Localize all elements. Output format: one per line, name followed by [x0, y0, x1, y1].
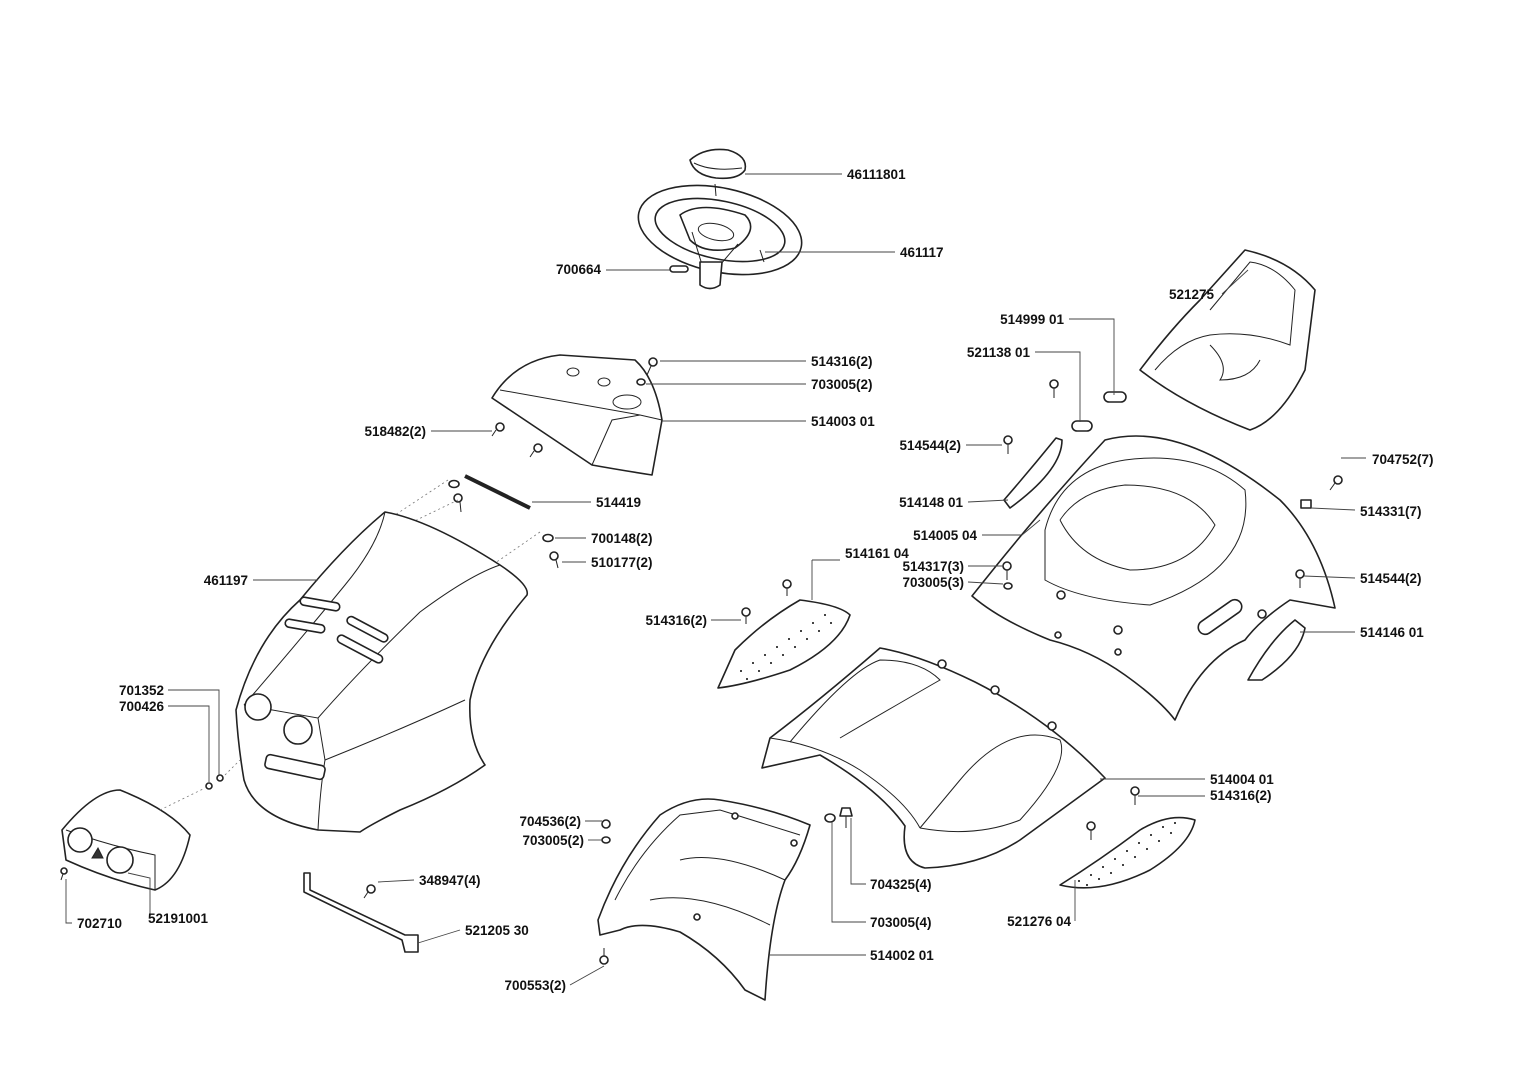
- light-housing-fasteners[interactable]: [60, 774, 224, 881]
- front-cover[interactable]: [597, 798, 811, 1001]
- mounting-bracket[interactable]: [303, 872, 419, 953]
- callout-461117: 461117: [900, 245, 944, 260]
- callout-514161-04: 514161 04: [845, 546, 909, 561]
- footrest-right[interactable]: [1059, 816, 1196, 889]
- callout-703005-front: 703005(2): [522, 833, 584, 848]
- callout-514544-left: 514544(2): [899, 438, 961, 453]
- callout-702710: 702710: [77, 916, 122, 931]
- callout-703005-top: 703005(2): [811, 377, 873, 392]
- side-trim-left[interactable]: [1003, 379, 1063, 509]
- callout-46111801: 46111801: [847, 167, 906, 182]
- callout-514316-top: 514316(2): [811, 354, 873, 369]
- callout-461197: 461197: [204, 573, 248, 588]
- rear-fender[interactable]: [971, 435, 1336, 721]
- callout-514004-01: 514004 01: [1210, 772, 1274, 787]
- callout-labels: 46111801 461117 700664 521275 514999 01 …: [77, 167, 1434, 993]
- dashboard-washer[interactable]: [636, 378, 646, 386]
- callout-521205-30: 521205 30: [465, 923, 529, 938]
- callout-514419: 514419: [596, 495, 641, 510]
- callout-514316-bottom: 514316(2): [1210, 788, 1272, 803]
- callout-703005-mid: 703005(3): [902, 575, 964, 590]
- callout-514544-right: 514544(2): [1360, 571, 1422, 586]
- footrest-left-screws[interactable]: [741, 579, 792, 624]
- callout-52191001: 52191001: [148, 911, 209, 926]
- footrest-right-screws[interactable]: [1086, 786, 1140, 840]
- seat[interactable]: [1139, 249, 1316, 431]
- steering-wheel[interactable]: [630, 172, 810, 290]
- callout-518482: 518482(2): [364, 424, 426, 439]
- callout-704752: 704752(7): [1372, 452, 1434, 467]
- callout-514317: 514317(3): [902, 559, 964, 574]
- hood[interactable]: [235, 511, 529, 833]
- dashboard-panel[interactable]: [491, 354, 663, 476]
- light-housing[interactable]: [61, 789, 191, 891]
- footrest-left[interactable]: [717, 599, 851, 689]
- callout-514002-01: 514002 01: [870, 948, 934, 963]
- callout-521276-04: 521276 04: [1007, 914, 1071, 929]
- callout-514146-01: 514146 01: [1360, 625, 1424, 640]
- callout-521275: 521275: [1169, 287, 1215, 302]
- dashboard-screw[interactable]: [646, 357, 658, 376]
- seal-rod[interactable]: [464, 474, 531, 510]
- side-trim-right[interactable]: [1247, 475, 1343, 681]
- callout-700148: 700148(2): [591, 531, 653, 546]
- callout-703005-bottom: 703005(4): [870, 915, 932, 930]
- seat-switch[interactable]: [1103, 391, 1127, 403]
- callout-700426: 700426: [119, 699, 165, 714]
- callout-514999-01: 514999 01: [1000, 312, 1064, 327]
- leader-lines: [65, 173, 1366, 986]
- callout-348947: 348947(4): [419, 873, 481, 888]
- dashboard-bolts[interactable]: [491, 422, 543, 458]
- floor-panel[interactable]: [761, 647, 1106, 869]
- seat-spacer[interactable]: [1071, 420, 1093, 432]
- callout-700664: 700664: [556, 262, 602, 277]
- callout-704536: 704536(2): [519, 814, 581, 829]
- steering-wheel-cap[interactable]: [689, 148, 747, 180]
- front-cover-bolts[interactable]: [824, 807, 853, 828]
- callout-514331: 514331(7): [1360, 504, 1422, 519]
- callout-514148-01: 514148 01: [899, 495, 963, 510]
- callout-701352: 701352: [119, 683, 164, 698]
- callout-514005-04: 514005 04: [913, 528, 977, 543]
- front-cover-nuts[interactable]: [599, 819, 611, 965]
- callout-514316-mid: 514316(2): [645, 613, 707, 628]
- steering-pin[interactable]: [669, 265, 689, 273]
- callout-510177: 510177(2): [591, 555, 653, 570]
- callout-514003-01: 514003 01: [811, 414, 875, 429]
- callout-704325: 704325(4): [870, 877, 932, 892]
- callout-700553: 700553(2): [504, 978, 566, 993]
- callout-521138-01: 521138 01: [967, 345, 1031, 360]
- hood-washers-screws[interactable]: [448, 479, 559, 569]
